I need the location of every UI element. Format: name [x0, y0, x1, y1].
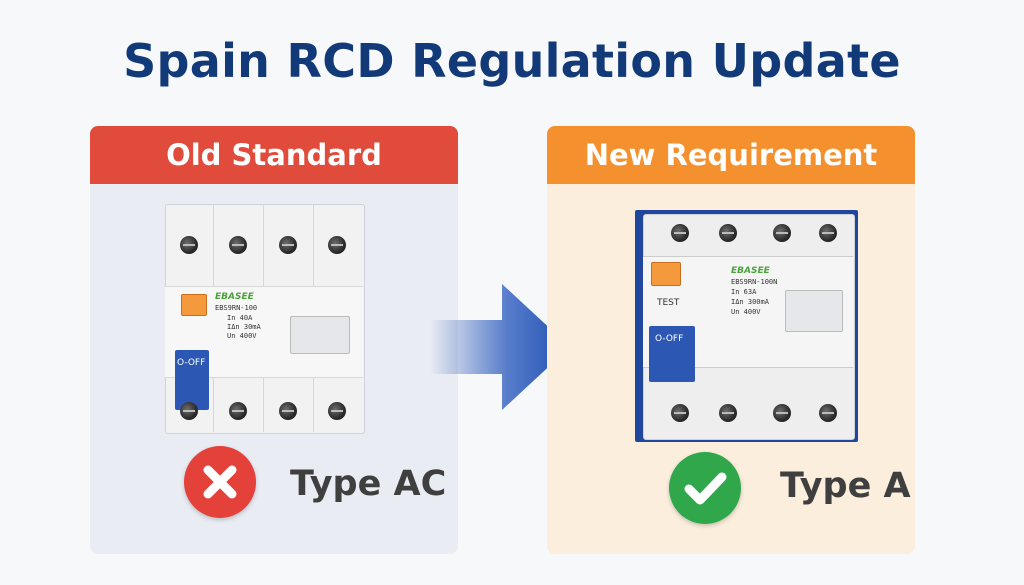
old-idn-label: IΔn 30mA [227, 323, 261, 331]
new-requirement-header: New Requirement [547, 126, 915, 184]
old-un-label: Un 400V [227, 332, 257, 340]
new-in-label: In 63A [731, 288, 757, 296]
old-toggle-label: O-OFF [177, 358, 206, 368]
old-in-label: In 40A [227, 314, 253, 322]
old-standard-header: Old Standard [90, 126, 458, 184]
type-ac-breaker-image: EBASEE EBS9RN-100 In 40A IΔn 30mA Un 400… [165, 204, 365, 434]
arrow-right-icon [430, 284, 570, 410]
new-model-label: EBS9RN-100N [731, 278, 778, 286]
old-standard-panel: Old Standard EBASEE EBS9RN-100 In 40A IΔ… [90, 126, 458, 554]
new-test-label: TEST [657, 298, 680, 308]
old-model-label: EBS9RN-100 [215, 304, 258, 312]
new-toggle-label: O-OFF [655, 334, 684, 344]
old-brand-label: EBASEE [215, 292, 254, 302]
page-title: Spain RCD Regulation Update [123, 34, 901, 88]
new-un-label: Un 400V [731, 308, 761, 316]
type-a-breaker-image: TEST EBASEE EBS9RN-100N In 63A IΔn 300mA… [635, 210, 858, 442]
check-badge [669, 452, 741, 524]
new-requirement-panel: New Requirement TEST EBASEE EBS9RN-100N … [547, 126, 915, 554]
new-idn-label: IΔn 300mA [731, 298, 769, 306]
cross-badge [184, 446, 256, 518]
new-brand-label: EBASEE [731, 266, 770, 276]
cross-icon [203, 465, 237, 499]
type-ac-label: Type AC [290, 464, 447, 504]
check-icon [684, 472, 727, 505]
type-a-label: Type A [780, 466, 911, 506]
